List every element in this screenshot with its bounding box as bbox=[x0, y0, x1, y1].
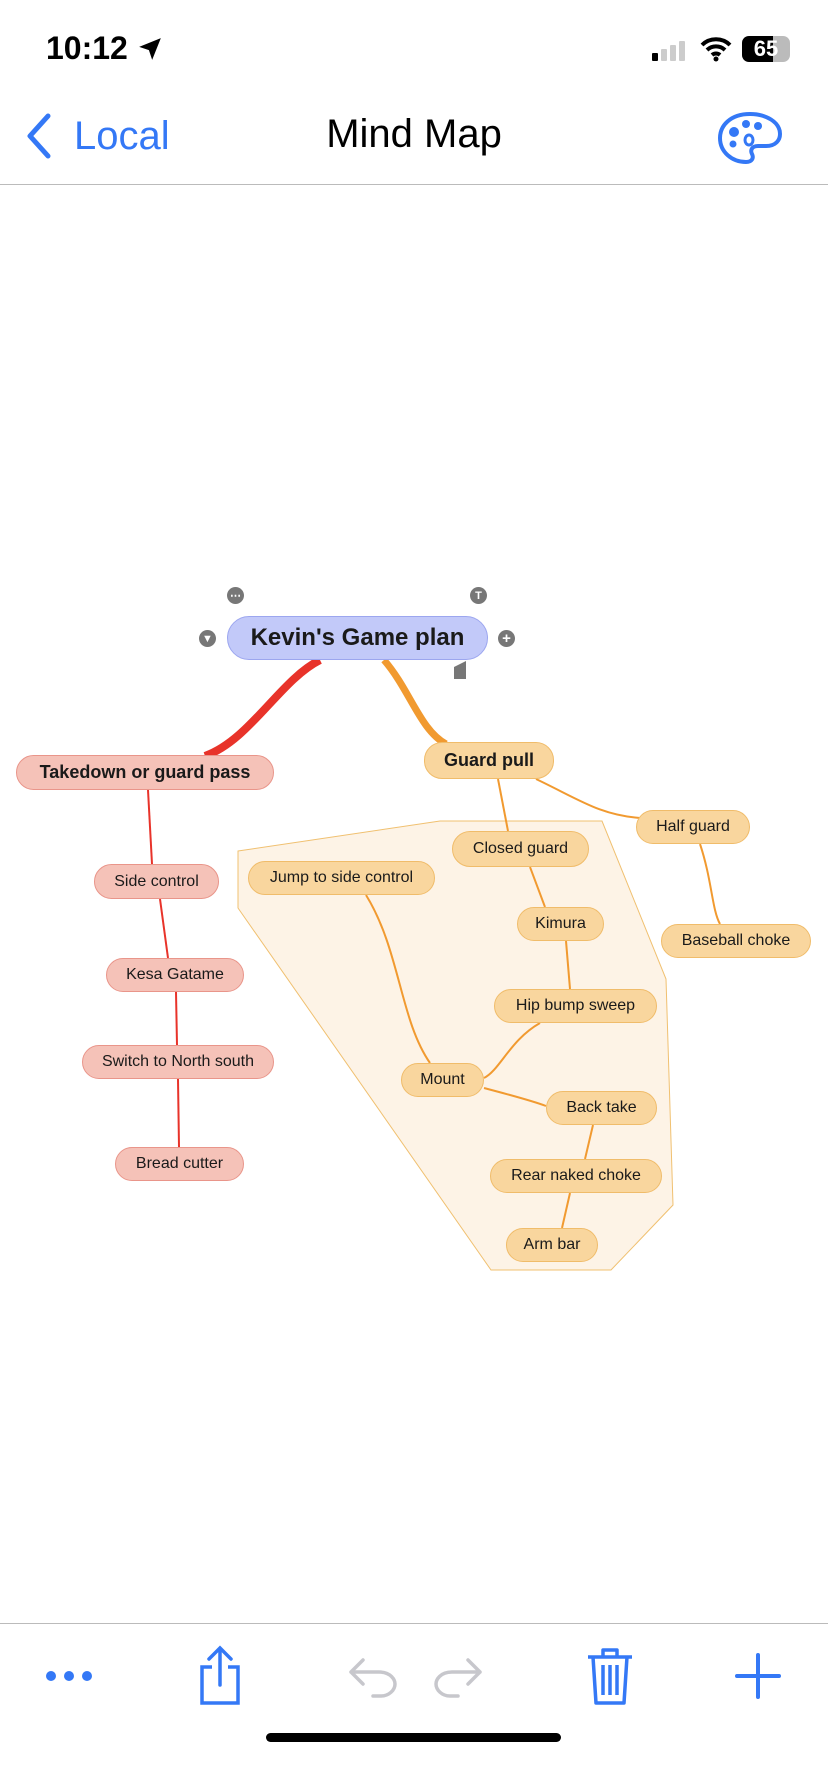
edge bbox=[584, 1124, 594, 1160]
edge bbox=[561, 1192, 571, 1229]
edge bbox=[699, 843, 721, 925]
undo-button[interactable] bbox=[345, 1650, 401, 1702]
node-half-guard[interactable]: Half guard bbox=[636, 810, 750, 844]
node-arm-bar[interactable]: Arm bar bbox=[506, 1228, 598, 1262]
nav-divider bbox=[0, 184, 828, 185]
add-icon bbox=[735, 1653, 781, 1699]
edge bbox=[147, 789, 153, 865]
toolbar-divider bbox=[0, 1623, 828, 1624]
redo-icon bbox=[434, 1658, 482, 1698]
share-icon bbox=[200, 1645, 240, 1705]
palette-icon[interactable] bbox=[716, 110, 784, 166]
branch-line-guard-pull bbox=[381, 657, 448, 748]
node-switch-north-south[interactable]: Switch to North south bbox=[82, 1045, 274, 1079]
node-kesa-gatame[interactable]: Kesa Gatame bbox=[106, 958, 244, 992]
branch-line-takedown bbox=[203, 656, 322, 760]
text-format-icon[interactable]: T bbox=[470, 587, 487, 604]
more-icon bbox=[46, 1671, 92, 1681]
redo-button[interactable] bbox=[430, 1650, 486, 1702]
edge bbox=[497, 778, 509, 832]
collapse-marker-icon bbox=[454, 661, 466, 679]
status-time: 10:12 bbox=[46, 30, 163, 67]
edge bbox=[483, 1087, 547, 1107]
add-child-icon[interactable]: + bbox=[498, 630, 515, 647]
collapse-icon[interactable]: ▼ bbox=[199, 630, 216, 647]
node-baseball-choke[interactable]: Baseball choke bbox=[661, 924, 811, 958]
page-title: Mind Map bbox=[326, 112, 502, 156]
wifi-icon bbox=[700, 37, 732, 62]
edge bbox=[177, 1078, 180, 1148]
back-button[interactable]: Local bbox=[24, 112, 170, 160]
node-rear-naked-choke[interactable]: Rear naked choke bbox=[490, 1159, 662, 1193]
undo-icon bbox=[349, 1658, 397, 1698]
chevron-left-icon bbox=[27, 113, 51, 159]
more-options-icon[interactable]: ⋯ bbox=[227, 587, 244, 604]
node-jump-side-control[interactable]: Jump to side control bbox=[248, 861, 435, 895]
location-icon bbox=[138, 38, 161, 60]
node-mount[interactable]: Mount bbox=[401, 1063, 484, 1097]
edge bbox=[175, 991, 178, 1046]
edge bbox=[483, 1022, 541, 1079]
edge bbox=[159, 898, 169, 959]
node-bread-cutter[interactable]: Bread cutter bbox=[115, 1147, 244, 1181]
branch-takedown[interactable]: Takedown or guard pass bbox=[16, 755, 274, 790]
more-button[interactable] bbox=[41, 1650, 97, 1702]
battery-indicator: 65 bbox=[742, 36, 790, 62]
trash-icon bbox=[588, 1648, 632, 1705]
node-side-control[interactable]: Side control bbox=[94, 864, 219, 899]
branch-guard-pull[interactable]: Guard pull bbox=[424, 742, 554, 779]
back-label: Local bbox=[74, 113, 170, 158]
add-button[interactable] bbox=[730, 1650, 786, 1702]
node-back-take[interactable]: Back take bbox=[546, 1091, 657, 1125]
edge bbox=[565, 940, 571, 990]
node-hip-bump-sweep[interactable]: Hip bump sweep bbox=[494, 989, 657, 1023]
share-button[interactable] bbox=[192, 1645, 248, 1705]
home-indicator bbox=[266, 1733, 561, 1742]
delete-button[interactable] bbox=[582, 1648, 638, 1705]
root-node[interactable]: Kevin's Game plan bbox=[227, 616, 488, 660]
edge bbox=[365, 894, 431, 1064]
edge bbox=[535, 778, 641, 819]
node-kimura[interactable]: Kimura bbox=[517, 907, 604, 941]
signal-icon bbox=[652, 41, 685, 61]
node-closed-guard[interactable]: Closed guard bbox=[452, 831, 589, 867]
edge bbox=[529, 866, 546, 908]
